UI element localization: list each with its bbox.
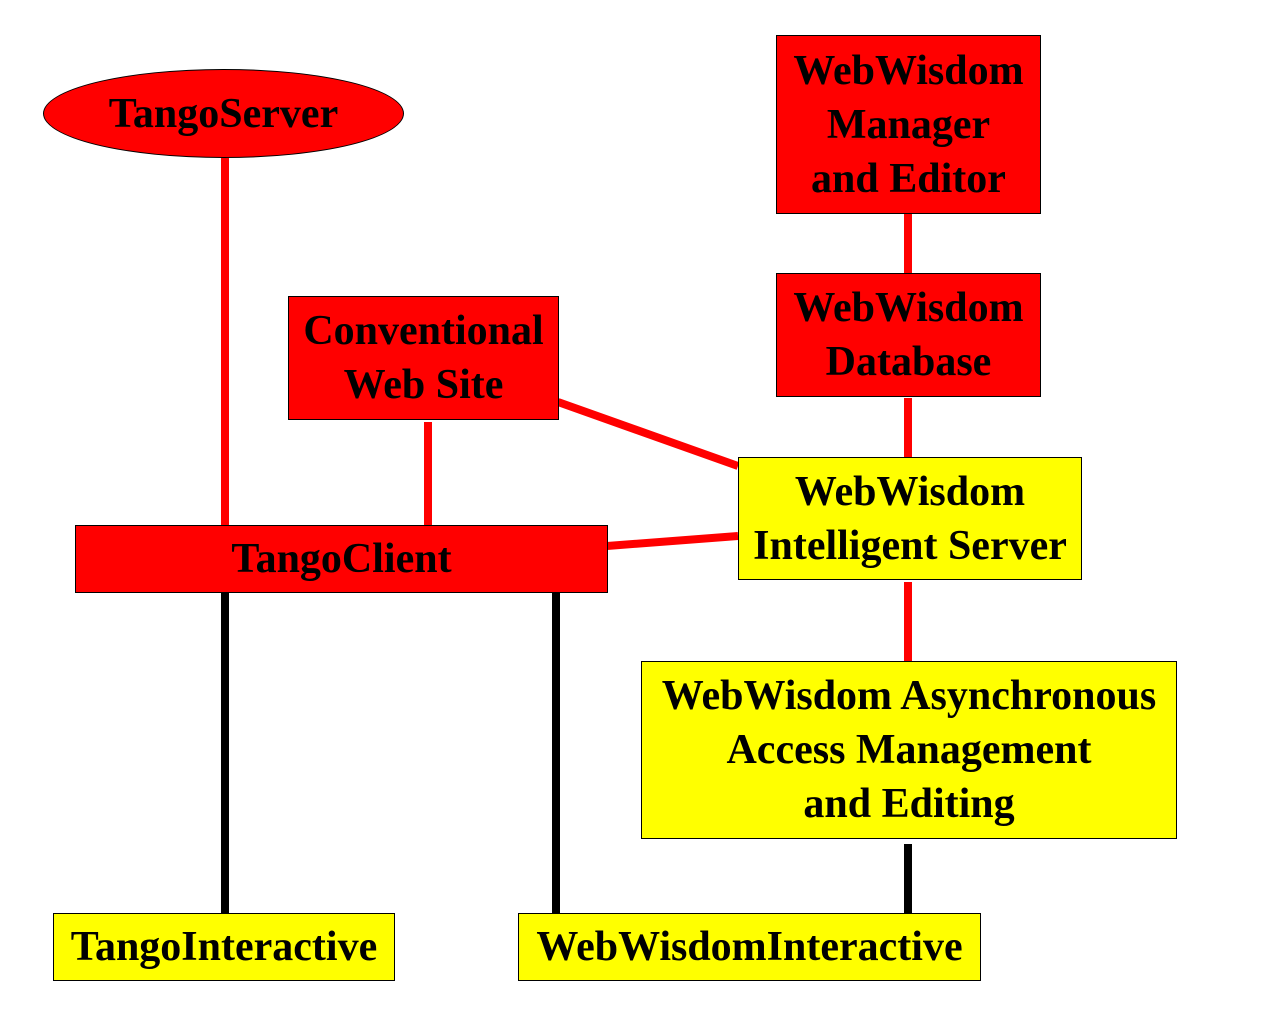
webwisdom-async-label-1: WebWisdom Asynchronous	[661, 673, 1157, 719]
webwisdom-async-label-2: Access Management	[726, 727, 1092, 773]
webwisdom-intelligent-server-node: WebWisdom Intelligent Server	[738, 457, 1082, 580]
webwisdom-manager-editor-node: WebWisdom Manager and Editor	[776, 35, 1041, 214]
conventional-web-site-label-2: Web Site	[343, 362, 504, 408]
tango-server-node: TangoServer	[43, 69, 404, 158]
edge-tangoclient-intelligentserver	[606, 532, 739, 550]
tango-interactive-label: TangoInteractive	[70, 924, 378, 970]
webwisdom-async-node: WebWisdom Asynchronous Access Management…	[641, 661, 1177, 839]
webwisdom-interactive-node: WebWisdomInteractive	[518, 913, 981, 981]
tango-server-label: TangoServer	[108, 90, 339, 137]
webwisdom-async-label-3: and Editing	[803, 781, 1015, 827]
webwisdom-manager-editor-label-3: and Editor	[811, 155, 1006, 202]
webwisdom-manager-editor-label-1: WebWisdom	[793, 47, 1024, 94]
webwisdom-database-label-1: WebWisdom	[793, 285, 1024, 331]
webwisdom-intelligent-server-label-1: WebWisdom	[794, 468, 1026, 515]
conventional-web-site-label-1: Conventional	[303, 308, 544, 354]
webwisdom-manager-editor-label-2: Manager	[826, 101, 991, 148]
tango-client-node: TangoClient	[75, 525, 608, 593]
webwisdom-intelligent-server-label-2: Intelligent Server	[753, 522, 1067, 569]
edge-conventional-intelligentserver	[556, 398, 740, 470]
webwisdom-interactive-label: WebWisdomInteractive	[536, 924, 963, 970]
webwisdom-database-label-2: Database	[825, 339, 992, 385]
tango-interactive-node: TangoInteractive	[53, 913, 395, 981]
conventional-web-site-node: Conventional Web Site	[288, 296, 559, 420]
tango-client-label: TangoClient	[231, 536, 452, 582]
webwisdom-database-node: WebWisdom Database	[776, 273, 1041, 397]
